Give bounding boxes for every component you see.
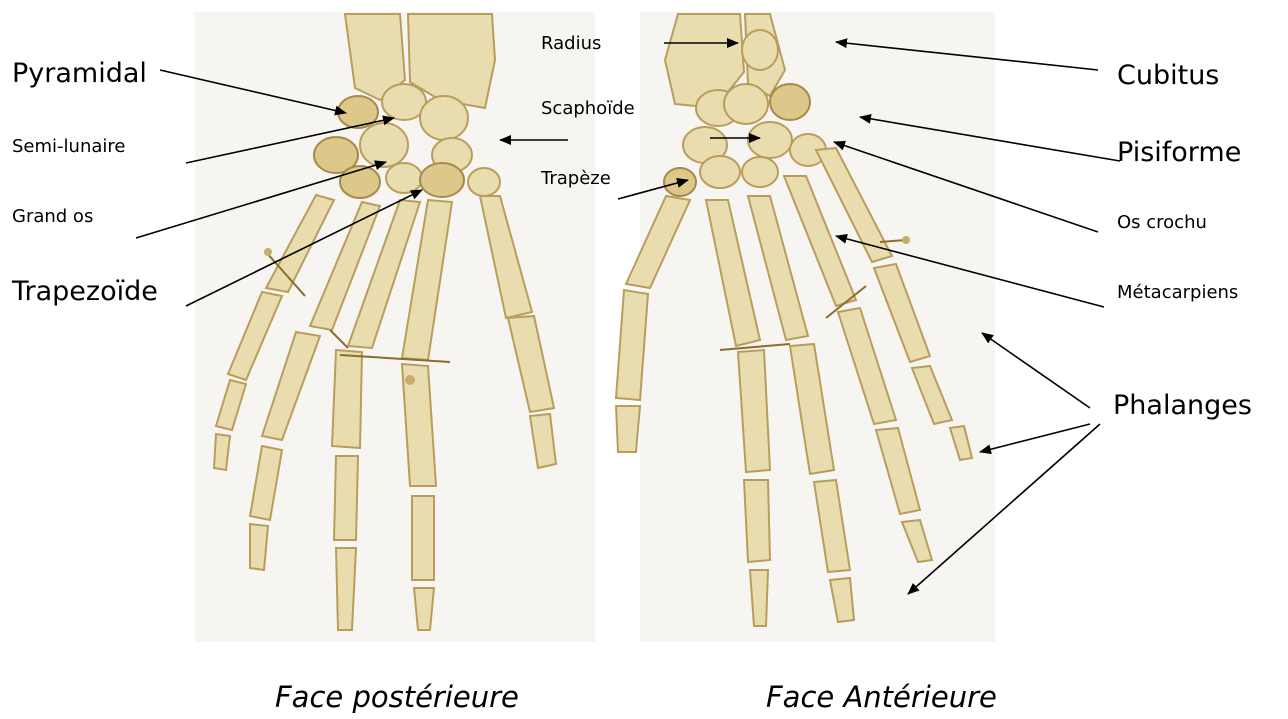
label-pyramidal: Pyramidal (12, 60, 147, 87)
label-grand-os: Grand os (12, 208, 93, 226)
label-pisiforme: Pisiforme (1117, 139, 1241, 166)
label-cubitus: Cubitus (1117, 62, 1219, 89)
label-phalanges: Phalanges (1113, 392, 1252, 419)
label-radius: Radius (541, 35, 601, 53)
label-semi-lunaire: Semi-lunaire (12, 138, 125, 156)
label-scaphoide: Scaphoïde (541, 100, 635, 118)
phalanges-pointer-1 (982, 333, 1090, 408)
label-os-crochu: Os crochu (1117, 214, 1207, 232)
label-metacarpiens: Métacarpiens (1117, 284, 1238, 302)
label-trapeze: Trapèze (541, 170, 611, 188)
caption-posterior: Face postérieure (275, 683, 519, 712)
label-trapezoide: Trapezoïde (12, 278, 158, 305)
caption-anterior: Face Antérieure (766, 683, 997, 712)
